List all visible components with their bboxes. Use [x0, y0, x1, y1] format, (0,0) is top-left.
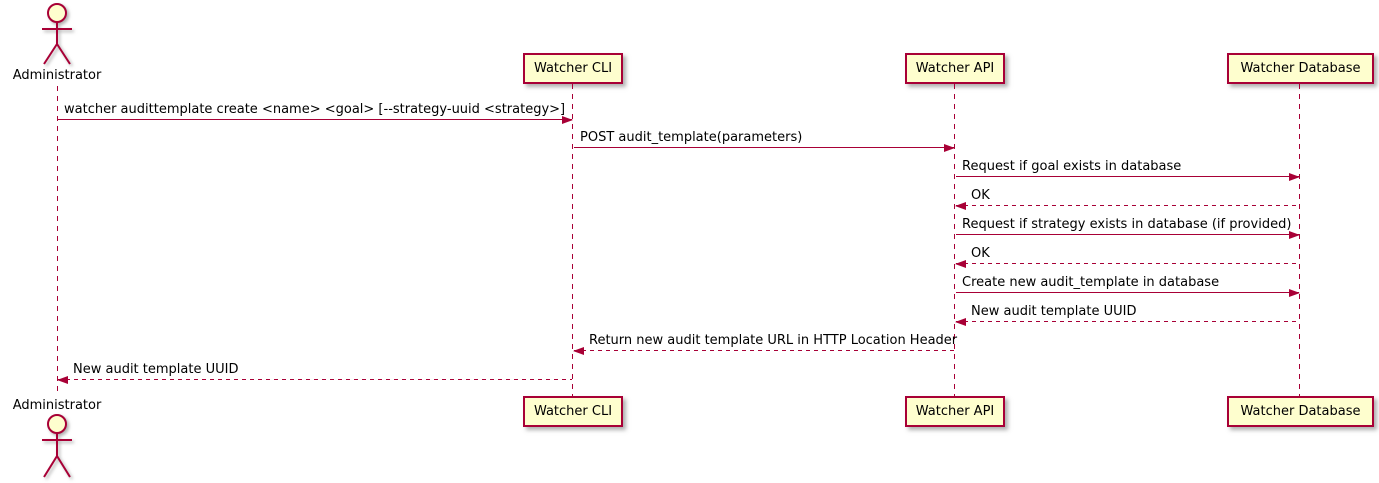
message-3: Request if goal exists in database [955, 159, 1300, 181]
message-2: POST audit_template(parameters) [573, 130, 955, 152]
arrow-line [956, 292, 1299, 293]
arrow-line [58, 119, 572, 120]
message-10: New audit template UUID [57, 362, 573, 384]
participant-watcher-database-top: Watcher Database [1227, 53, 1374, 84]
arrow-line [956, 234, 1299, 235]
lifeline-administrator [57, 86, 58, 396]
message-8: New audit template UUID [955, 304, 1300, 326]
participant-watcher-api-top: Watcher API [905, 53, 1005, 84]
lifeline-watcher-database [1299, 84, 1300, 396]
arrowhead-right-icon [1289, 289, 1300, 297]
message-9: Return new audit template URL in HTTP Lo… [573, 333, 958, 355]
message-5: Request if strategy exists in database (… [955, 217, 1300, 239]
message-label: New audit template UUID [73, 362, 239, 377]
arrow-line [574, 350, 954, 351]
arrowhead-left-icon [573, 347, 584, 355]
arrowhead-left-icon [955, 202, 966, 210]
arrow-line [58, 379, 572, 380]
message-1: watcher audittemplate create <name> <goa… [57, 102, 573, 124]
participant-watcher-cli-top: Watcher CLI [523, 53, 623, 84]
arrowhead-right-icon [944, 144, 955, 152]
actor-label-administrator-top: Administrator [12, 68, 102, 83]
message-label: OK [971, 188, 990, 203]
arrow-line [574, 147, 954, 148]
message-label: OK [971, 246, 990, 261]
message-label: Request if goal exists in database [962, 159, 1182, 174]
participant-watcher-cli-bottom: Watcher CLI [523, 396, 623, 427]
arrowhead-right-icon [562, 116, 573, 124]
message-label: New audit template UUID [971, 304, 1137, 319]
participant-watcher-api-bottom: Watcher API [905, 396, 1005, 427]
message-4: OK [955, 188, 1300, 210]
actor-icon [42, 3, 72, 65]
lifeline-watcher-api [954, 84, 955, 396]
participant-watcher-database-bottom: Watcher Database [1227, 396, 1374, 427]
actor-icon [42, 414, 72, 478]
message-7: Create new audit_template in database [955, 275, 1300, 297]
message-label: watcher audittemplate create <name> <goa… [64, 102, 566, 117]
arrowhead-left-icon [955, 318, 966, 326]
message-label: Create new audit_template in database [962, 275, 1220, 290]
message-label: Return new audit template URL in HTTP Lo… [589, 333, 958, 348]
lifeline-watcher-cli [572, 84, 573, 396]
arrow-line [956, 205, 1299, 206]
message-label: POST audit_template(parameters) [580, 130, 803, 145]
arrow-line [956, 263, 1299, 264]
message-6: OK [955, 246, 1300, 268]
arrowhead-right-icon [1289, 231, 1300, 239]
arrow-line [956, 176, 1299, 177]
arrowhead-left-icon [955, 260, 966, 268]
actor-label-administrator-bottom: Administrator [12, 398, 102, 413]
arrow-line [956, 321, 1299, 322]
arrowhead-right-icon [1289, 173, 1300, 181]
arrowhead-left-icon [57, 376, 68, 384]
message-label: Request if strategy exists in database (… [962, 217, 1292, 232]
